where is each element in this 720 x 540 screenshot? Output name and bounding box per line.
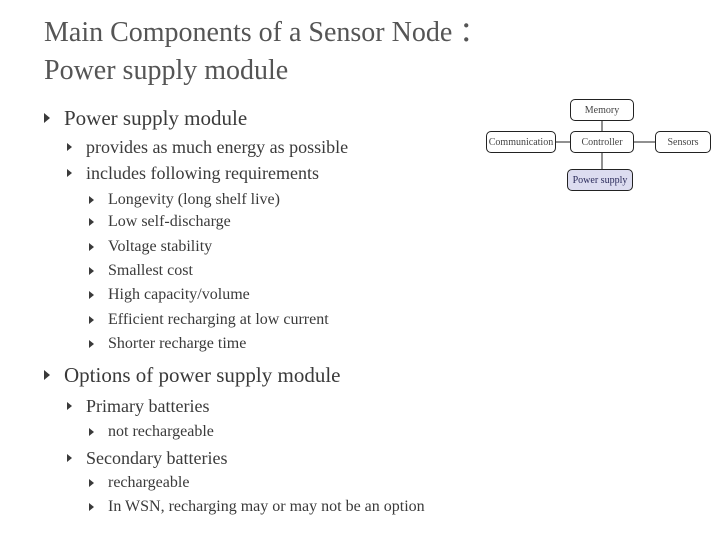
requirement-item: Low self-discharge	[89, 212, 231, 232]
requirement-item: High capacity/volume	[89, 285, 250, 305]
bullet-text: Efficient recharging at low current	[108, 311, 329, 328]
bullet-arrow-icon	[44, 370, 50, 380]
bullet-arrow-icon	[67, 143, 72, 151]
slide-title-line-1: Main Components of a Sensor Node ：	[44, 17, 488, 48]
bullet-arrow-icon	[67, 402, 72, 410]
bullet-text: Smallest cost	[108, 262, 193, 279]
bullet-arrow-icon	[89, 291, 94, 299]
slide-title-line-2: Power supply module	[44, 55, 289, 86]
requirement-item: Efficient recharging at low current	[89, 310, 329, 330]
bullet-arrow-icon	[89, 196, 94, 204]
bullet-arrow-icon	[89, 479, 94, 487]
communication-box: Communication	[486, 131, 556, 153]
slide-title: Main Components of a Sensor Node ： Power…	[44, 14, 604, 90]
bullet-arrow-icon	[89, 218, 94, 226]
bullet-text: Power supply module	[64, 106, 248, 130]
bullet-arrow-icon	[89, 316, 94, 324]
bullet-text: Secondary batteries	[86, 448, 228, 468]
primary-note: not rechargeable	[89, 422, 214, 442]
requirement-item: Shorter recharge time	[89, 334, 247, 354]
bullet-requirements: includes following requirements	[67, 162, 319, 184]
bullet-text: Options of power supply module	[64, 363, 341, 387]
memory-box: Memory	[570, 99, 634, 121]
bullet-arrow-icon	[44, 113, 50, 123]
secondary-note: rechargeable	[89, 473, 190, 493]
bullet-text: Longevity (long shelf live)	[108, 191, 280, 208]
bullet-text: Primary batteries	[86, 396, 210, 416]
bullet-arrow-icon	[67, 169, 72, 177]
bullet-text: Low self-discharge	[108, 213, 231, 230]
bullet-power-supply-module: Power supply module	[44, 105, 248, 131]
bullet-text: includes following requirements	[86, 163, 319, 183]
bullet-secondary-batteries: Secondary batteries	[67, 447, 228, 469]
sensors-box: Sensors	[655, 131, 711, 153]
bullet-arrow-icon	[89, 428, 94, 436]
bullet-text: Voltage stability	[108, 238, 213, 255]
bullet-options: Options of power supply module	[44, 362, 341, 388]
bullet-arrow-icon	[67, 454, 72, 462]
power-supply-box: Power supply	[567, 169, 633, 191]
bullet-text: provides as much energy as possible	[86, 137, 349, 157]
requirement-item: Voltage stability	[89, 237, 213, 257]
bullet-arrow-icon	[89, 340, 94, 348]
bullet-text: Shorter recharge time	[108, 335, 247, 352]
controller-box: Controller	[570, 131, 634, 153]
bullet-energy: provides as much energy as possible	[67, 136, 349, 158]
bullet-arrow-icon	[89, 267, 94, 275]
bullet-primary-batteries: Primary batteries	[67, 395, 210, 417]
requirement-item: Smallest cost	[89, 261, 193, 281]
requirement-item: Longevity (long shelf live)	[89, 190, 280, 210]
bullet-text: rechargeable	[108, 474, 190, 491]
bullet-arrow-icon	[89, 503, 94, 511]
bullet-text: In WSN, recharging may or may not be an …	[108, 498, 425, 515]
bullet-text: not rechargeable	[108, 423, 214, 440]
bullet-arrow-icon	[89, 243, 94, 251]
secondary-note: In WSN, recharging may or may not be an …	[89, 497, 425, 517]
bullet-text: High capacity/volume	[108, 286, 250, 303]
